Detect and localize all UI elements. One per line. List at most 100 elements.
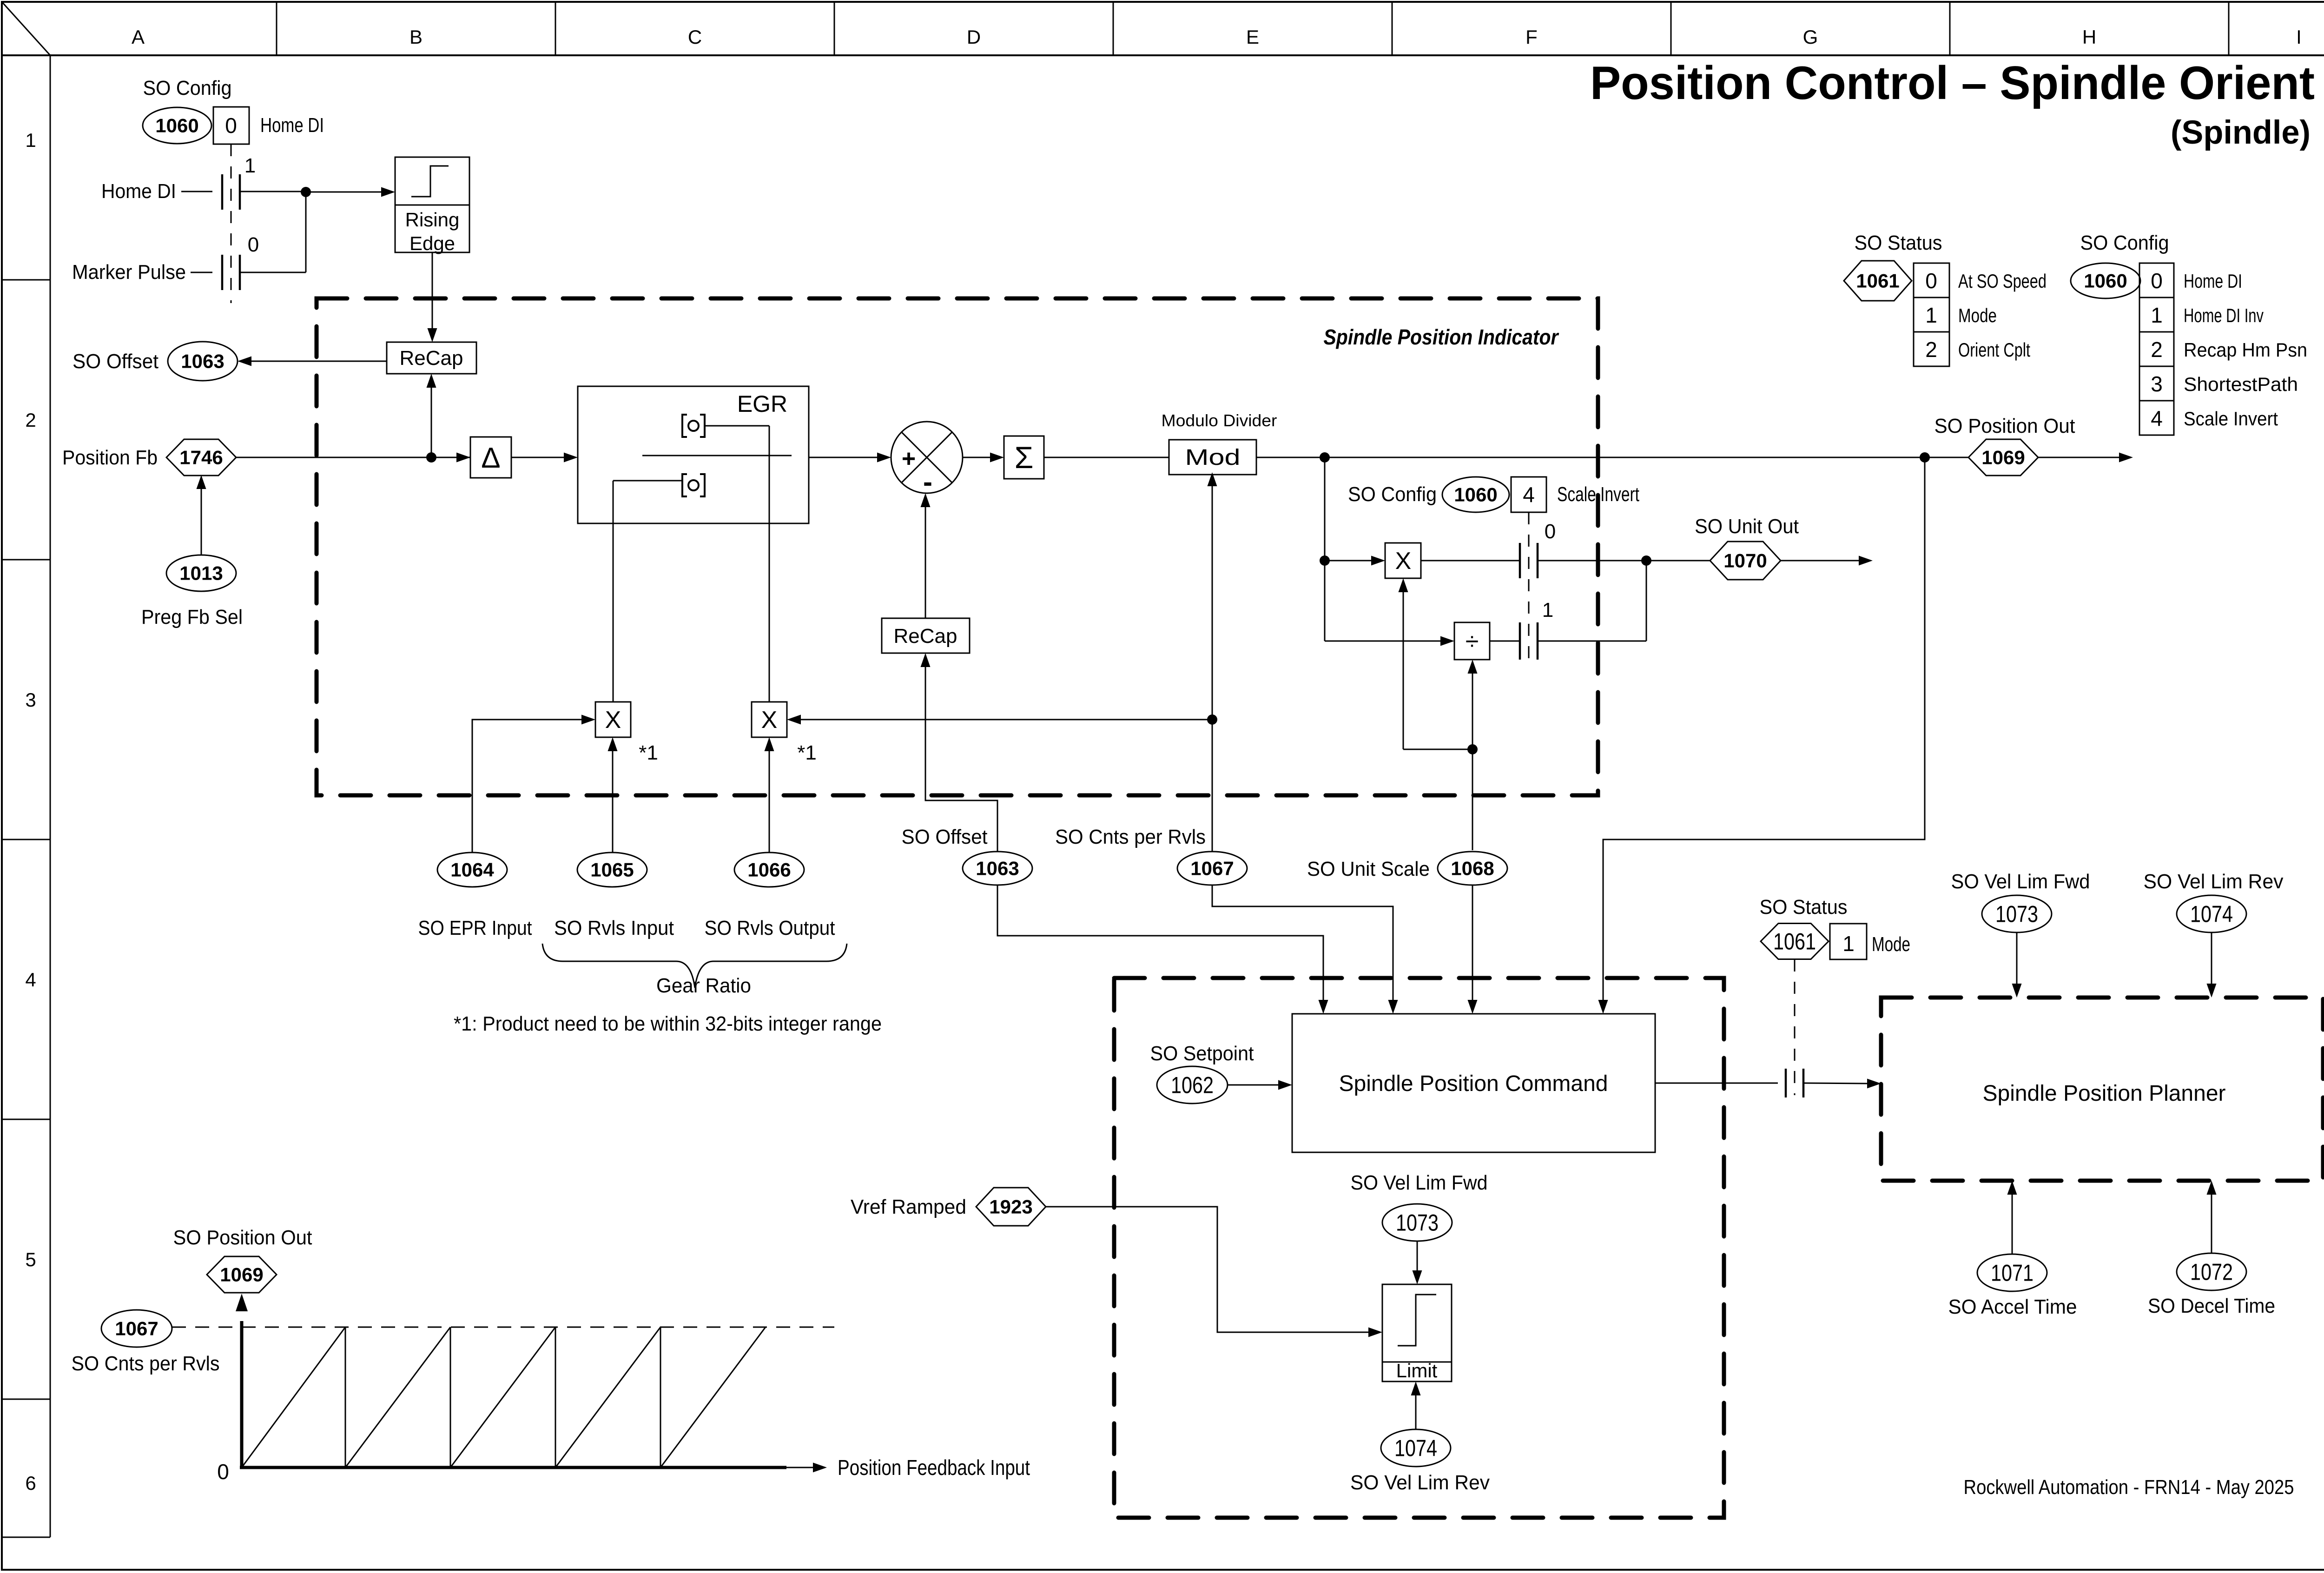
svg-text:SO EPR Input: SO EPR Input — [418, 917, 532, 939]
svg-text:1013: 1013 — [179, 562, 223, 584]
svg-text:Spindle Position Command: Spindle Position Command — [1339, 1071, 1608, 1096]
svg-text:1063: 1063 — [181, 350, 224, 372]
svg-text:1064: 1064 — [450, 859, 494, 881]
svg-text:1060: 1060 — [155, 115, 198, 137]
svg-text:1061: 1061 — [1856, 270, 1899, 292]
svg-text:SO Decel Time: SO Decel Time — [2148, 1295, 2275, 1317]
svg-text:SO Position Out: SO Position Out — [173, 1226, 312, 1249]
svg-text:At SO Speed: At SO Speed — [1958, 270, 2047, 292]
svg-text:*1: *1 — [639, 741, 658, 764]
svg-text:*1: Product need to be within: *1: Product need to be within 32-bits in… — [454, 1012, 882, 1035]
svg-text:X: X — [761, 707, 778, 734]
svg-text:SO Cnts per Rvls: SO Cnts per Rvls — [72, 1352, 220, 1375]
svg-text:1071: 1071 — [1991, 1260, 2034, 1286]
svg-text:A: A — [132, 26, 145, 48]
svg-text:G: G — [1803, 26, 1818, 48]
svg-text:Edge: Edge — [409, 232, 455, 254]
svg-text:SO Rvls Input: SO Rvls Input — [554, 917, 674, 939]
svg-text:2: 2 — [2151, 337, 2163, 362]
svg-text:1067: 1067 — [1190, 858, 1234, 879]
svg-text:Home DI Inv: Home DI Inv — [2184, 304, 2264, 326]
svg-text:1072: 1072 — [2190, 1259, 2233, 1285]
svg-text:1070: 1070 — [1723, 550, 1767, 572]
svg-text:1: 1 — [2151, 303, 2163, 327]
svg-text:4: 4 — [25, 969, 36, 991]
svg-text:1923: 1923 — [989, 1196, 1032, 1218]
svg-text:1: 1 — [244, 154, 256, 177]
svg-text:SO Cnts per Rvls: SO Cnts per Rvls — [1055, 826, 1206, 848]
svg-text:Home DI: Home DI — [101, 180, 176, 203]
svg-text:1060: 1060 — [1454, 484, 1497, 506]
svg-text:SO Rvls Output: SO Rvls Output — [705, 917, 835, 939]
svg-text:6: 6 — [25, 1472, 36, 1494]
svg-text:C: C — [688, 26, 702, 48]
svg-text:SO Config: SO Config — [1348, 483, 1437, 506]
svg-text:Σ: Σ — [1015, 440, 1034, 475]
svg-text:D: D — [967, 26, 981, 48]
svg-text:Rising: Rising — [405, 209, 460, 231]
svg-text:3: 3 — [25, 689, 36, 711]
svg-text:Marker Pulse: Marker Pulse — [72, 261, 186, 284]
svg-text:+: + — [902, 445, 916, 472]
svg-text:Mode: Mode — [1872, 933, 1910, 956]
svg-text:5: 5 — [25, 1249, 36, 1270]
svg-text:Orient Cplt: Orient Cplt — [1958, 339, 2030, 361]
svg-text:1073: 1073 — [1995, 901, 2038, 927]
svg-text:1063: 1063 — [976, 858, 1019, 879]
svg-text:I: I — [2296, 26, 2302, 48]
svg-text:SO Vel Lim Rev: SO Vel Lim Rev — [2144, 870, 2284, 893]
svg-text:SO Vel Lim Rev: SO Vel Lim Rev — [1350, 1471, 1490, 1494]
svg-text:H: H — [2082, 26, 2096, 48]
svg-text:1061: 1061 — [1773, 929, 1816, 955]
svg-text:SO Vel Lim Fwd: SO Vel Lim Fwd — [1351, 1171, 1488, 1194]
svg-text:Scale Invert: Scale Invert — [1557, 483, 1639, 506]
svg-text:2: 2 — [25, 409, 36, 431]
svg-text:1060: 1060 — [2084, 270, 2127, 292]
svg-text:Δ: Δ — [481, 442, 500, 474]
svg-text:1067: 1067 — [115, 1318, 158, 1340]
svg-text:1069: 1069 — [220, 1264, 263, 1286]
svg-text:0: 0 — [217, 1460, 229, 1484]
svg-text:Modulo Divider: Modulo Divider — [1162, 411, 1277, 430]
svg-text:(Spindle): (Spindle) — [2171, 114, 2311, 151]
svg-text:1074: 1074 — [2190, 901, 2233, 927]
svg-text:SO Setpoint: SO Setpoint — [1150, 1042, 1254, 1065]
svg-text:0: 0 — [2151, 269, 2163, 293]
svg-text:2: 2 — [1925, 337, 1937, 362]
svg-text:ReCap: ReCap — [400, 347, 463, 370]
svg-text:-: - — [923, 466, 932, 497]
svg-text:Gear Ratio: Gear Ratio — [656, 974, 751, 997]
svg-text:Mod: Mod — [1185, 445, 1241, 470]
svg-text:1746: 1746 — [179, 447, 223, 469]
svg-text:Home DI: Home DI — [2184, 270, 2242, 292]
svg-text:SO Status: SO Status — [1760, 896, 1848, 919]
svg-text:SO Unit Scale: SO Unit Scale — [1307, 858, 1430, 880]
svg-text:Preg Fb Sel: Preg Fb Sel — [141, 606, 243, 628]
svg-text:SO Offset: SO Offset — [902, 826, 988, 848]
svg-text:Position Fb: Position Fb — [62, 446, 158, 469]
svg-text:SO Status: SO Status — [1855, 231, 1942, 254]
svg-text:Rockwell Automation - FRN14 -: Rockwell Automation - FRN14 - May 2025 — [1964, 1476, 2294, 1499]
svg-text:1062: 1062 — [1171, 1072, 1214, 1098]
svg-text:0: 0 — [1545, 520, 1556, 543]
svg-text:ReCap: ReCap — [894, 625, 957, 648]
svg-text:0: 0 — [225, 113, 237, 138]
svg-text:Mode: Mode — [1958, 304, 1997, 326]
svg-text:SO Position Out: SO Position Out — [1934, 415, 2075, 437]
svg-text:SO Accel Time: SO Accel Time — [1948, 1295, 2077, 1318]
svg-text:Limit: Limit — [1396, 1360, 1438, 1381]
svg-text:0: 0 — [248, 233, 259, 256]
svg-text:4: 4 — [1523, 482, 1535, 507]
svg-text:4: 4 — [2151, 406, 2163, 430]
svg-text:SO Unit Out: SO Unit Out — [1695, 515, 1799, 538]
svg-text:ShortestPath: ShortestPath — [2184, 373, 2298, 395]
svg-text:1: 1 — [25, 129, 36, 151]
svg-text:E: E — [1246, 26, 1259, 48]
svg-text:X: X — [1395, 548, 1412, 575]
svg-text:Position Feedback Input: Position Feedback Input — [838, 1455, 1030, 1480]
svg-text:SO Config: SO Config — [143, 77, 232, 99]
svg-text:1: 1 — [1542, 599, 1553, 621]
svg-text:0: 0 — [1925, 269, 1937, 293]
svg-text:Position Control – Spindle Ori: Position Control – Spindle Orient — [1590, 57, 2315, 109]
svg-text:EGR: EGR — [737, 391, 787, 417]
